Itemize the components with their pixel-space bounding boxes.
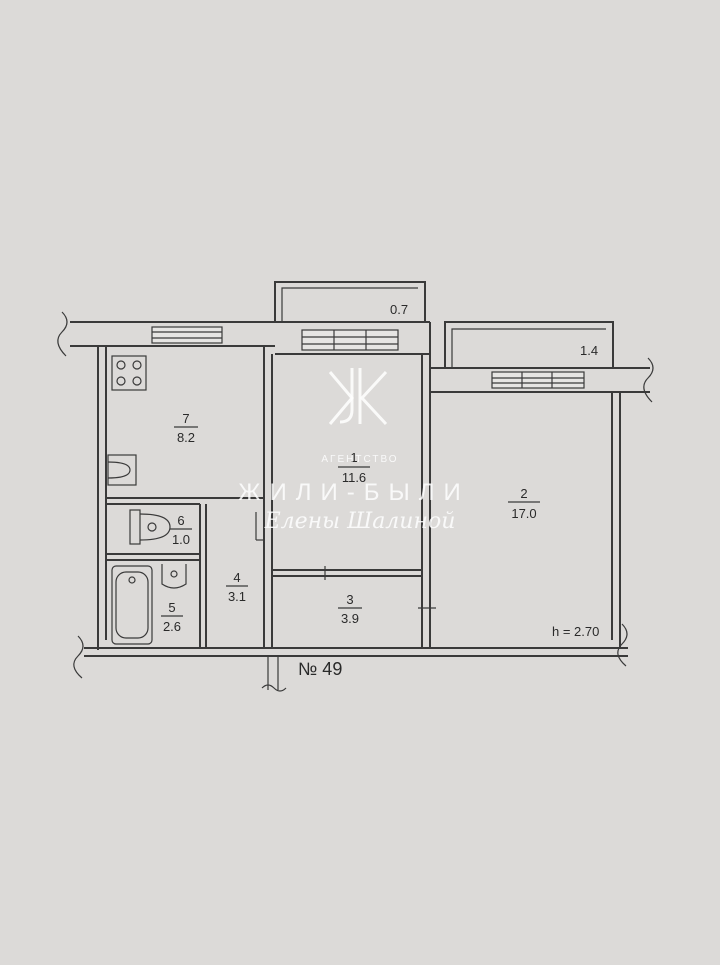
bathtub-icon: [111, 565, 153, 645]
room-1: 1 11.6: [338, 450, 370, 485]
ceiling-height: h = 2.70: [552, 624, 599, 639]
interior-walls: [106, 346, 436, 648]
window-room-2: [491, 371, 585, 389]
room-4-area: 3.1: [228, 589, 246, 604]
toilet-icon: [129, 509, 171, 545]
room-1-number: 1: [350, 450, 357, 465]
room-5-area: 2.6: [163, 619, 181, 634]
room-3-area: 3.9: [341, 611, 359, 626]
apartment-number: № 49: [298, 659, 342, 679]
room-6-number: 6: [177, 513, 184, 528]
room-2-number: 2: [520, 486, 527, 501]
watermark-line1: АГЕНТСТВО: [321, 454, 398, 465]
south-wall: [73, 623, 628, 692]
bathroom-sink-icon: [161, 564, 187, 589]
balcony-2-area: 1.4: [580, 343, 598, 358]
stove-icon: [111, 355, 147, 391]
watermark-line2: ЖИЛИ-БЫЛИ: [238, 479, 469, 506]
room-6-area: 1.0: [172, 532, 190, 547]
balcony-1: 0.7: [274, 281, 426, 323]
room-7-number: 7: [182, 411, 189, 426]
room-7-area: 8.2: [177, 430, 195, 445]
west-wall: [97, 346, 107, 650]
room-1-area: 11.6: [342, 470, 366, 485]
watermark-line3: Елены Шалиной: [264, 509, 456, 534]
agency-watermark: АГЕНТСТВО ЖИЛИ-БЫЛИ Елены Шалиной: [238, 368, 469, 534]
room-2: 2 17.0: [508, 486, 540, 521]
window-kitchen: [151, 326, 223, 344]
east-wall: [611, 392, 621, 648]
room-5: 5 2.6: [161, 600, 183, 634]
room-6: 6 1.0: [170, 513, 192, 547]
sink-icon: [107, 454, 137, 486]
balcony-2: 1.4: [444, 321, 614, 369]
room-4-number: 4: [233, 570, 240, 585]
room-5-number: 5: [168, 600, 175, 615]
room-3-number: 3: [346, 592, 353, 607]
room-2-area: 17.0: [511, 506, 536, 521]
window-room-1: [301, 329, 399, 351]
room-7: 7 8.2: [174, 411, 198, 445]
balcony-1-area: 0.7: [390, 302, 408, 317]
room-4: 4 3.1: [226, 570, 248, 604]
agency-logo-icon: [328, 368, 388, 426]
room-3: 3 3.9: [338, 592, 362, 626]
